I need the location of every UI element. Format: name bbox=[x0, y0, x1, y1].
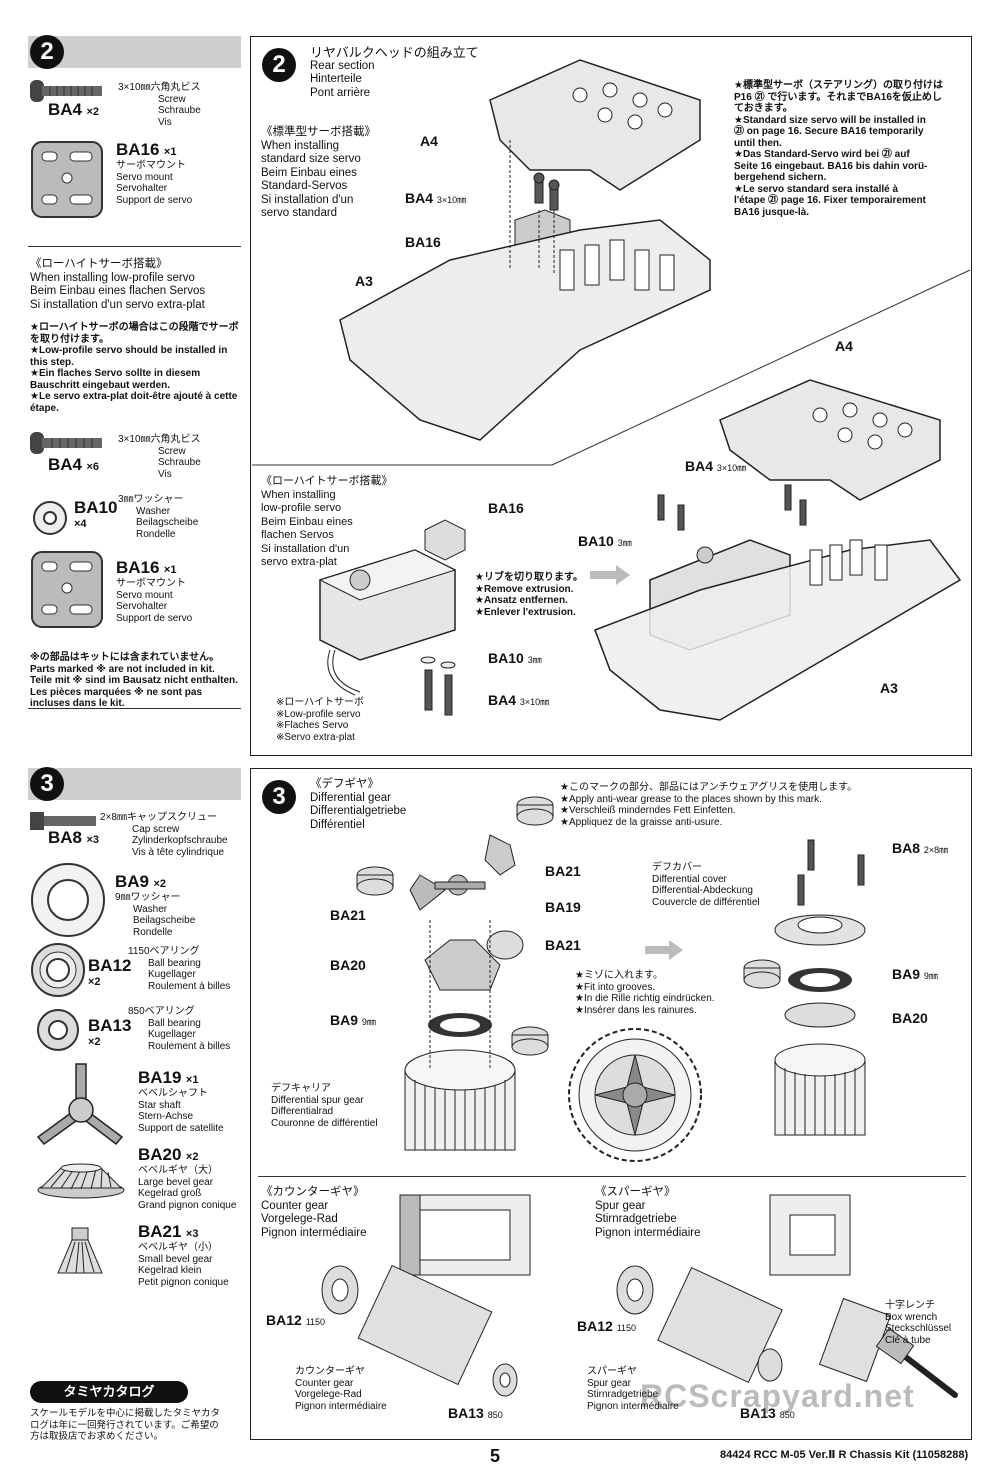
watermark: RCScrapyard.net bbox=[640, 1378, 915, 1414]
step3-diagram-badge: 3 bbox=[262, 780, 296, 814]
section-divider bbox=[252, 269, 971, 466]
diff-gear-top-view bbox=[568, 1028, 702, 1162]
label-ba8: BA8 2×8㎜ bbox=[892, 840, 949, 856]
label-ba21-b: BA21 bbox=[330, 907, 366, 923]
part-ba8-code: BA8 ×3 bbox=[48, 828, 100, 847]
screw-icon bbox=[30, 432, 102, 454]
label-ba9-right: BA9 9㎜ bbox=[892, 966, 938, 982]
label-ba21-c: BA21 bbox=[545, 937, 581, 953]
part-ba13-code: BA13 ×2 bbox=[88, 1016, 132, 1048]
screw-icon bbox=[30, 80, 102, 102]
counter-gear-drawing bbox=[321, 1194, 531, 1397]
diff-gear-title: 《デフギヤ》 Differential gear Differentialget… bbox=[310, 778, 407, 831]
part-ba20-block: BA20 ×2 ベベルギヤ（大） Large bevel gear Kegelr… bbox=[138, 1145, 237, 1211]
divider bbox=[28, 708, 241, 709]
label-ba13-spur: BA13 850 bbox=[740, 1405, 795, 1421]
spur-gear-label: スパーギヤ Spur gear Stirnradgetriebe Pignon … bbox=[587, 1366, 679, 1412]
label-ba10-low: BA10 3㎜ bbox=[488, 650, 542, 666]
label-ba4: BA4 3×10㎜ bbox=[405, 190, 467, 206]
label-ba13: BA13 850 bbox=[448, 1405, 503, 1421]
part-ba9-block: BA9 ×2 9㎜ワッシャー Washer Beilagscheibe Rond… bbox=[115, 872, 196, 938]
page-number: 5 bbox=[490, 1446, 501, 1466]
diff-carrier-label: デフキャリア Differential spur gear Differenti… bbox=[271, 1083, 378, 1129]
label-ba10-low-right: BA10 3㎜ bbox=[578, 533, 632, 549]
label-ba16: BA16 bbox=[405, 234, 441, 250]
label-ba21-a: BA21 bbox=[545, 863, 581, 879]
catalog-text: スケールモデルを中心に掲載したタミヤカタ ログは年に一回発行されています。ご希望… bbox=[30, 1408, 221, 1442]
part-ba10-names: 3㎜ワッシャー Washer Beilagscheibe Rondelle bbox=[118, 494, 199, 540]
part-ba4-code: BA4 ×2 bbox=[48, 100, 100, 119]
servo-mount-icon bbox=[31, 551, 103, 628]
document-id: 84424 RCC M-05 Ver.Ⅱ R Chassis Kit (1105… bbox=[720, 1449, 969, 1461]
standard-servo-note: ★標準型サーボ（ステアリング）の取り付けは P16 ㉑ で行います。それまでBA… bbox=[734, 80, 943, 218]
part-ba4-names: 3×10㎜六角丸ビス Screw Schraube Vis bbox=[118, 82, 201, 128]
label-a4-low: A4 bbox=[835, 338, 853, 354]
lowprofile-notes: ★ローハイトサーボの場合はこの段階でサーボを取り付けます。 ★Low-profi… bbox=[30, 322, 239, 414]
washer-9mm-icon bbox=[31, 863, 105, 937]
label-ba9: BA9 9㎜ bbox=[330, 1012, 376, 1028]
label-a3-low: A3 bbox=[880, 680, 898, 696]
star-shaft-icon bbox=[36, 1063, 124, 1146]
part-ba21-block: BA21 ×3 ベベルギヤ（小） Small bevel gear Kegelr… bbox=[138, 1222, 229, 1288]
grease-note: ★このマークの部分、部品にはアンチウェアグリスを使用します。 ★Apply an… bbox=[560, 782, 858, 828]
lowprofile-servo-drawing bbox=[318, 519, 466, 716]
differential-exploded-drawing bbox=[356, 796, 554, 1151]
divider bbox=[28, 246, 241, 247]
part-ba12-names: 1150ベアリング Ball bearing Kugellager Roulem… bbox=[128, 946, 231, 992]
servo-mount-icon bbox=[31, 141, 103, 218]
part-ba4-x6-code: BA4 ×6 bbox=[48, 455, 100, 474]
lowprofile-servo-heading-diagram: 《ローハイトサーボ搭載》 When installing low-profile… bbox=[261, 475, 393, 568]
label-ba4-low: BA4 3×10㎜ bbox=[488, 692, 550, 708]
lowprofile-servo-note: ※ローハイトサーボ ※Low-profile servo ※Flaches Se… bbox=[276, 697, 364, 743]
part-ba12-code: BA12 ×2 bbox=[88, 956, 132, 988]
label-ba19: BA19 bbox=[545, 899, 581, 915]
part-ba10-code: BA10 ×4 bbox=[74, 498, 118, 530]
label-ba16-low: BA16 bbox=[488, 500, 524, 516]
diff-cover-assembly-drawing bbox=[743, 839, 866, 1136]
box-wrench-label: 十字レンチ Box wrench Steckschlüssel Clé à tu… bbox=[885, 1300, 952, 1346]
step2-title: リヤバルクヘッドの組み立て Rear section Hinterteile P… bbox=[310, 45, 479, 99]
label-ba4-low-right: BA4 3×10㎜ bbox=[685, 458, 747, 474]
part-ba8-names: 2×8㎜キャップスクリュー Cap screw Zylinderkopfschr… bbox=[100, 812, 228, 858]
label-ba20: BA20 bbox=[330, 957, 366, 973]
step3-number-badge: 3 bbox=[30, 767, 64, 801]
label-ba12-spur: BA12 1150 bbox=[577, 1318, 637, 1334]
label-ba12: BA12 1150 bbox=[266, 1312, 326, 1328]
part-ba13-names: 850ベアリング Ball bearing Kugellager Rouleme… bbox=[128, 1006, 231, 1052]
ball-bearing-850-icon bbox=[37, 1009, 79, 1051]
step2-diagram-panel bbox=[250, 36, 972, 756]
step2-diagram-badge: 2 bbox=[262, 48, 296, 82]
lowprofile-heading: 《ローハイトサーボ搭載》 When installing low-profile… bbox=[30, 258, 206, 311]
rear-bulkhead-drawing-standard bbox=[339, 59, 711, 441]
part-ba16-block-2: BA16 ×1 サーボマウント Servo mount Servohalter … bbox=[116, 558, 193, 624]
arrow-right-icon bbox=[645, 940, 683, 960]
remove-extrusion-note: ★リブを切り取ります。 ★Remove extrusion. ★Ansatz e… bbox=[475, 572, 583, 618]
counter-gear-heading: 《カウンターギヤ》 Counter gear Vorgelege-Rad Pig… bbox=[261, 1186, 367, 1239]
not-included-note: ※の部品はキットには含まれていません。 Parts marked ※ are n… bbox=[30, 652, 238, 709]
standard-servo-heading: 《標準型サーボ搭載》 When installing standard size… bbox=[261, 126, 376, 219]
spur-gear-heading: 《スパーギヤ》 Spur gear Stirnradgetriebe Pigno… bbox=[595, 1186, 701, 1239]
cap-screw-icon bbox=[30, 812, 96, 830]
step2-number-badge: 2 bbox=[30, 35, 64, 69]
small-bevel-gear-icon bbox=[57, 1227, 103, 1274]
step3-diagram-panel bbox=[250, 768, 972, 1440]
label-a4: A4 bbox=[420, 133, 438, 149]
label-ba20-right: BA20 bbox=[892, 1010, 928, 1026]
divider bbox=[258, 1176, 966, 1177]
part-ba4-x6-names: 3×10㎜六角丸ビス Screw Schraube Vis bbox=[118, 434, 201, 480]
diff-cover-label: デフカバー Differential cover Differential-Ab… bbox=[652, 862, 760, 908]
washer-icon bbox=[33, 501, 67, 535]
catalog-title: タミヤカタログ bbox=[30, 1381, 188, 1403]
large-bevel-gear-icon bbox=[37, 1163, 125, 1199]
fit-grooves-note: ★ミゾに入れます。 ★Fit into grooves. ★In die Ril… bbox=[575, 970, 715, 1016]
part-ba19-block: BA19 ×1 ベベルシャフト Star shaft Stern-Achse S… bbox=[138, 1068, 224, 1134]
counter-gear-label: カウンターギヤ Counter gear Vorgelege-Rad Pigno… bbox=[295, 1366, 387, 1412]
rear-bulkhead-drawing-lowprofile bbox=[594, 379, 962, 721]
part-ba16-block: BA16 ×1 サーボマウント Servo mount Servohalter … bbox=[116, 140, 193, 206]
ball-bearing-1150-icon bbox=[31, 943, 85, 997]
arrow-right-icon bbox=[590, 565, 630, 585]
label-a3: A3 bbox=[355, 273, 373, 289]
spur-gear-drawing bbox=[616, 1194, 958, 1398]
